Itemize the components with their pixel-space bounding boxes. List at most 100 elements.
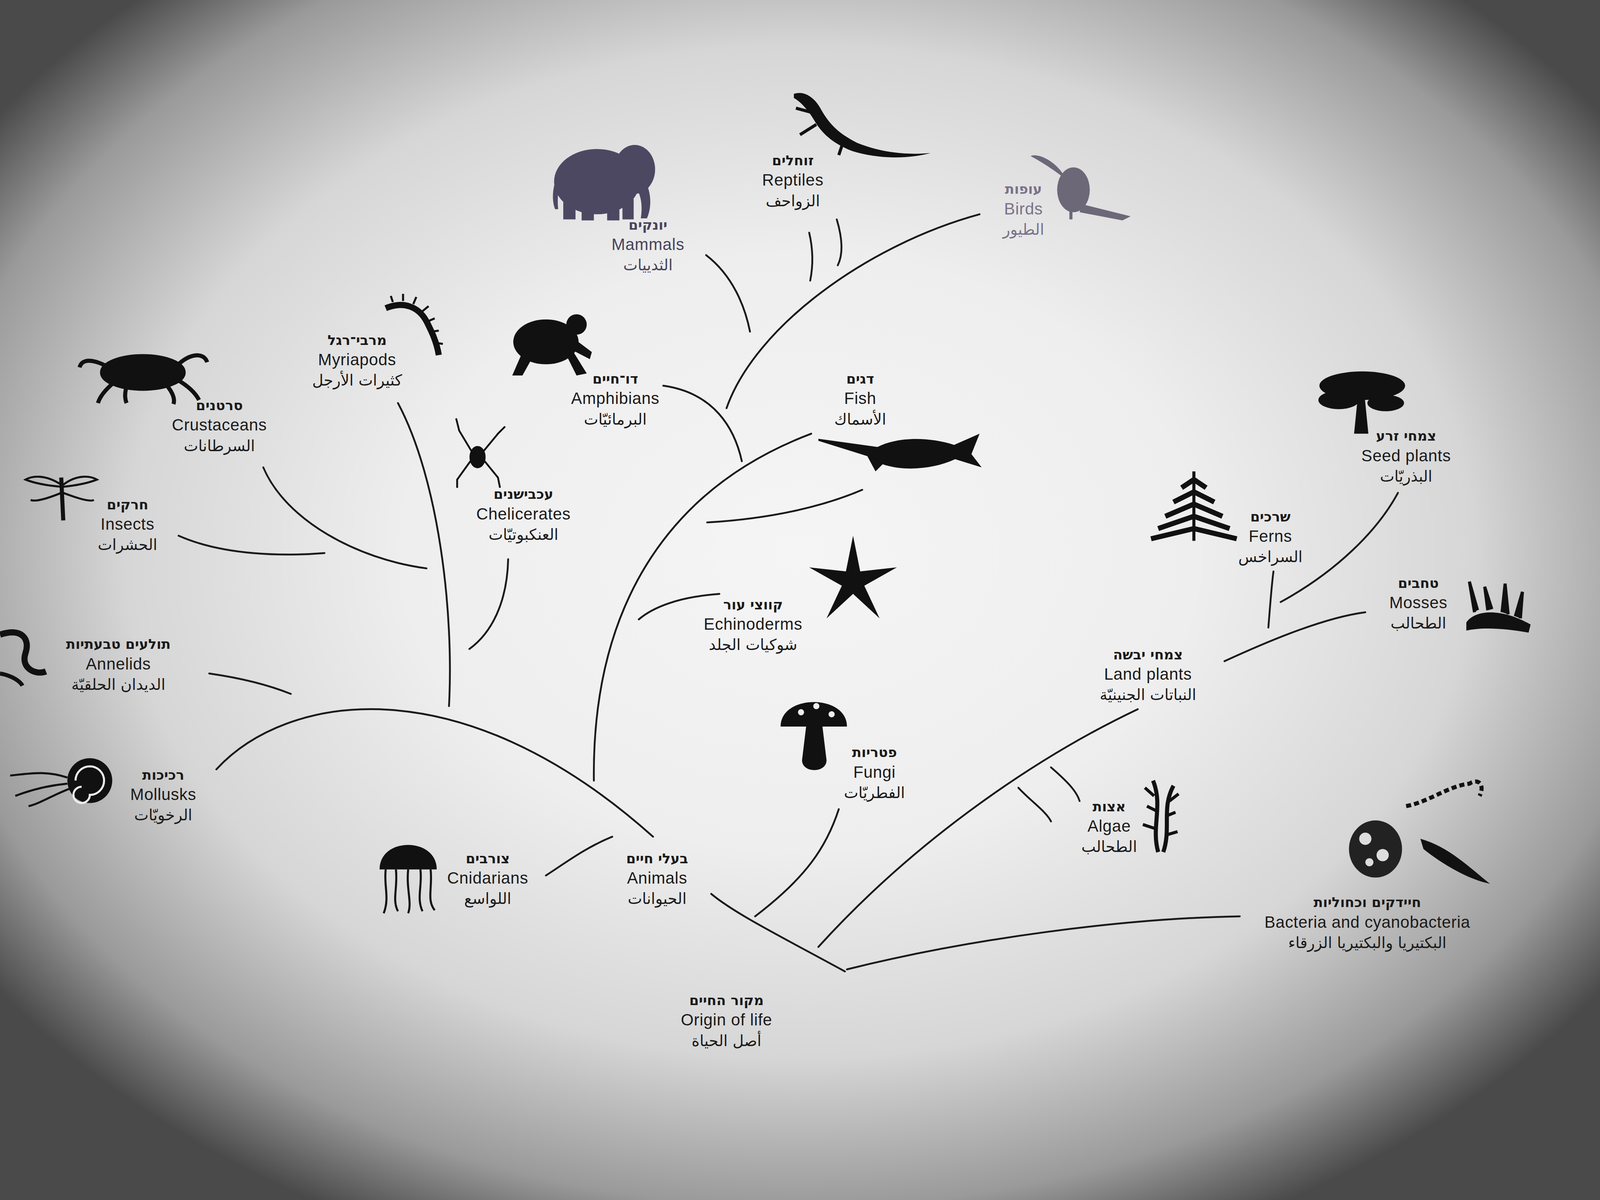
taxon-label: צורביםCnidariansاللواسع [447,848,529,910]
taxon-name: טחבים [1389,572,1448,593]
starfish-icon [809,535,898,619]
taxon-name: الحشرات [97,534,158,556]
taxon-name: Animals [626,868,689,889]
seaweed-icon [1142,780,1179,852]
taxon-label: סרטניםCrustaceansالسرطانات [171,394,267,457]
taxon-name: Algae [1081,816,1138,837]
taxon-name: العنكبوتيّات [476,524,571,545]
lizard-icon [793,92,931,158]
taxon-label: טחביםMossesالطحالب [1389,572,1448,634]
taxon-label: עופותBirdsالطيور [1002,178,1045,240]
taxon-label: מרבי־רגלMyriapodsكثيرات الأرجل [312,329,402,392]
taxon-name: السراخس [1238,546,1303,568]
taxon-name: שרכים [1238,506,1303,527]
fish-icon [818,433,982,472]
taxon-name: Ferns [1238,526,1303,547]
taxon-name: רכיכות [130,764,197,785]
taxon-name: מקור החיים [680,989,773,1011]
tree-icon [1318,371,1406,434]
taxon-name: מרבי־רגל [312,329,402,350]
taxon-name: קווצי עור [703,593,803,615]
nautilus-icon [10,758,113,807]
taxon-name: Fish [834,388,887,409]
jellyfish-icon [379,844,437,914]
taxon-name: الطحالب [1389,613,1448,634]
worm-icon [0,632,47,686]
taxon-name: תולעים טבעתיות [66,633,171,654]
taxon-name: אצות [1081,796,1138,817]
taxon-name: الفطريّات [844,782,906,804]
taxon-name: Land plants [1099,664,1197,685]
frog-icon [512,314,592,376]
taxon-name: الزواحف [762,190,824,211]
taxon-name: الحيوانات [626,888,689,909]
taxon-label: קווצי עורEchinodermsشوكيات الجلد [703,593,803,656]
taxon-name: الثدييات [611,255,685,276]
taxon-name: זוחלים [762,150,824,171]
taxon-name: עופות [1002,178,1045,199]
taxon-name: צורבים [447,848,529,869]
dragonfly-icon [25,476,97,521]
tree-branches [178,214,1399,972]
taxon-name: חיידקים וכחוליות [1264,891,1471,913]
taxon-label: צמחי זרעSeed plantsالبذريّات [1361,425,1451,487]
taxon-name: النباتات الجنينيّة [1099,684,1197,706]
taxon-label: זוחליםReptilesالزواحف [762,150,824,212]
taxon-name: דגים [834,368,887,389]
taxon-name: Cnidarians [447,868,529,889]
taxon-label: יונקיםMammalsالثدييات [611,214,685,276]
taxon-name: البكتيريا والبكتيريا الزرقاء [1264,932,1471,954]
taxon-name: פטריות [844,741,906,763]
elephant-icon [552,144,656,221]
taxon-name: יונקים [611,214,685,235]
taxon-name: Amphibians [571,388,660,409]
taxon-name: أصل الحياة [680,1030,773,1051]
taxon-name: סרטנים [171,394,267,416]
taxon-label: רכיכותMollusksالرخويّات [130,764,197,826]
taxon-name: Annelids [66,653,171,675]
taxon-name: البرمائيّات [571,409,660,430]
taxon-name: البذريّات [1361,466,1451,487]
moss-icon [1466,581,1531,633]
taxon-name: شوكيات الجلد [703,634,803,656]
taxon-name: Chelicerates [476,503,571,525]
taxon-name: الرخويّات [130,805,197,826]
taxon-name: Seed plants [1361,446,1451,467]
taxon-label: תולעים טבעתיותAnnelidsالديدان الحلقيّة [66,633,171,695]
taxon-label: חיידקים וכחוליותBacteria and cyanobacter… [1264,891,1471,954]
taxon-name: Insects [97,514,158,535]
taxon-name: בעלי חיים [626,848,689,869]
spider-icon [456,418,506,488]
taxon-label: צמחי יבשהLand plantsالنباتات الجنينيّة [1099,643,1197,706]
taxon-label: מקור החייםOrigin of lifeأصل الحياة [680,989,773,1052]
taxon-name: חרקים [97,493,158,515]
taxon-label: בעלי חייםAnimalsالحيوانات [626,848,689,910]
taxon-name: צמחי זרע [1361,425,1451,446]
taxon-name: الديدان الحلقيّة [66,674,171,695]
taxon-label: דגיםFishالأسماك [834,368,887,430]
taxon-name: الطيور [1002,219,1045,240]
taxon-name: الطحالب [1081,836,1138,858]
taxon-label: עכבישניםCheliceratesالعنكبوتيّات [476,483,571,545]
taxon-name: Mammals [611,234,685,256]
taxon-name: צמחי יבשה [1099,643,1197,665]
taxon-name: Origin of life [680,1010,773,1031]
taxon-name: Echinoderms [703,614,803,635]
taxon-name: السرطانات [171,435,267,456]
taxon-name: Bacteria and cyanobacteria [1264,912,1471,933]
toucan-icon [1030,155,1131,221]
taxon-label: אצותAlgaeالطحالب [1081,796,1138,858]
taxon-label: שרכיםFernsالسراخس [1238,506,1303,568]
taxon-name: דו־חיים [571,368,660,389]
centipede-icon [385,293,443,356]
taxon-label: חרקיםInsectsالحشرات [97,493,158,556]
taxon-name: Reptiles [762,170,824,191]
taxon-name: עכבישנים [476,483,571,504]
bacteria-icon [1348,781,1490,884]
taxon-label: פטריותFungiالفطريّات [844,741,906,804]
taxon-name: Mollusks [130,784,197,806]
taxon-name: Myriapods [312,350,402,371]
fern-icon [1151,471,1237,542]
